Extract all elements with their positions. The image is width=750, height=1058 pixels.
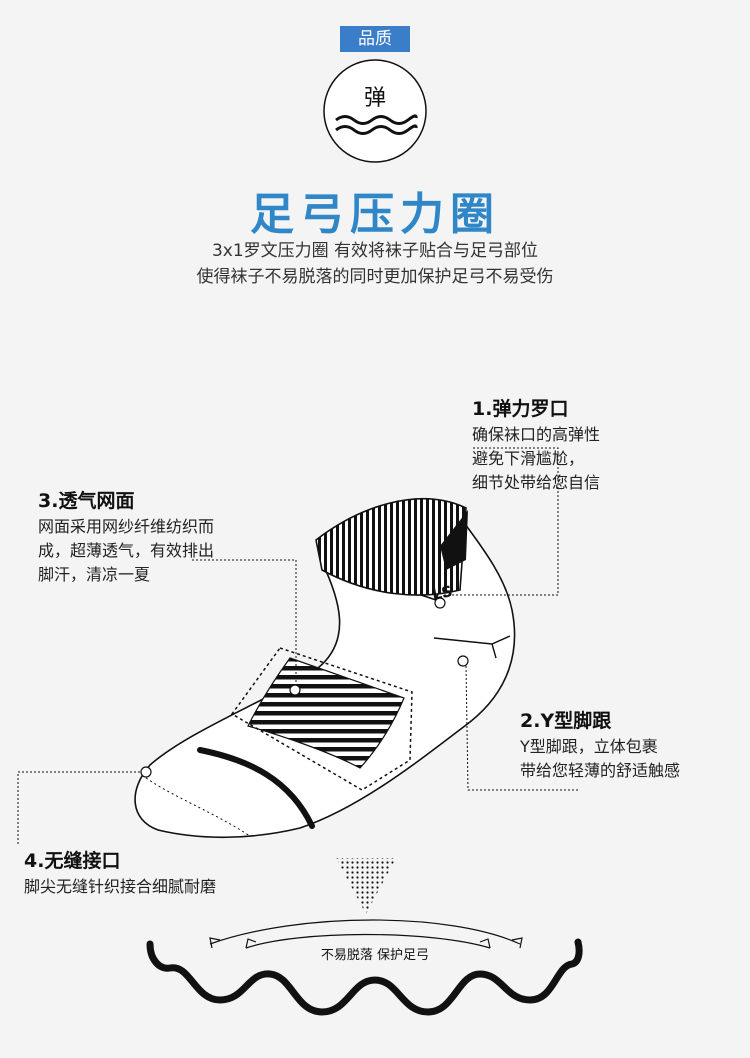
feature-y-heel: 2.Y型脚跟 Y型脚跟，立体包裹 带给您轻薄的舒适触感 [520, 706, 740, 783]
feature-line: 确保袜口的高弹性 [472, 425, 601, 444]
logo-char: 弹 [363, 86, 386, 111]
feature-line: 脚汗，清凉一夏 [38, 565, 151, 584]
elastic-logo: 弹 [322, 58, 428, 164]
bottom-wave [146, 938, 583, 1016]
quality-badge: 品质 [340, 26, 410, 52]
feature-elastic-cuff: 1.弹力罗口 确保袜口的高弹性 避免下滑尴尬， 细节处带给您自信 [472, 394, 732, 495]
feature-title: 4.无缝接口 [24, 850, 121, 872]
bottom-label: 不易脱落 保护足弓 [320, 948, 430, 963]
feature-line: 带给您轻薄的舒适触感 [520, 761, 681, 780]
feature-line: Y型脚跟，立体包裹 [520, 737, 658, 756]
mesh-panel [247, 657, 405, 769]
feature-line: 网面采用网纱纤维纺织而 [38, 517, 215, 536]
feature-line: 成，超薄透气，有效排出 [38, 541, 215, 560]
feature-title: 1.弹力罗口 [472, 398, 569, 420]
feature-breathable-mesh: 3.透气网面 网面采用网纱纤维纺织而 成，超薄透气，有效排出 脚汗，清凉一夏 [38, 486, 288, 587]
feature-title: 3.透气网面 [38, 490, 135, 512]
feature-title: 2.Y型脚跟 [520, 710, 612, 732]
feature-seamless-toe: 4.无缝接口 脚尖无缝针织接合细腻耐磨 [24, 846, 304, 899]
feature-line: 细节处带给您自信 [472, 473, 601, 492]
subtitle-line-1: 3x1罗文压力圈 有效将袜子贴合与足弓部位 [211, 241, 539, 261]
dotted-triangle [336, 858, 396, 914]
feature-line: 脚尖无缝针织接合细腻耐磨 [24, 877, 217, 896]
page-title: 足弓压力圈 [250, 189, 500, 240]
subtitle-line-2: 使得袜子不易脱落的同时更加保护足弓不易受伤 [196, 267, 554, 287]
feature-line: 避免下滑尴尬， [472, 449, 585, 468]
